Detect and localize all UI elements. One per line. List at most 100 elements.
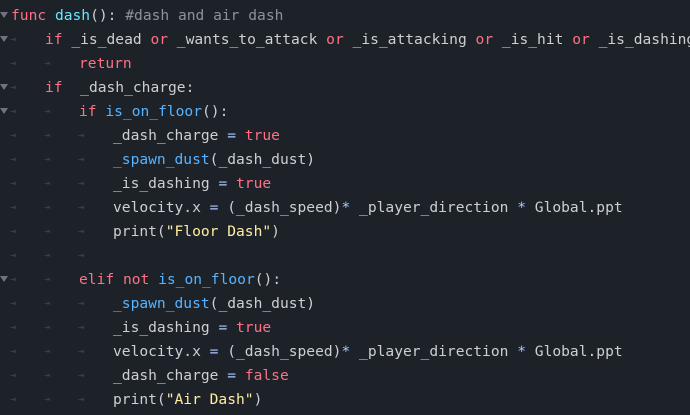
tab-indent-icon: ⇥: [10, 202, 17, 213]
code-text: velocity.x = (_dash_speed)* _player_dire…: [113, 340, 623, 364]
code-line[interactable]: ⇥ if _is_dead or _wants_to_attack or _is_…: [0, 28, 690, 52]
tab-indent-icon: ⇥: [44, 298, 51, 309]
tab-indent-icon: ⇥: [44, 154, 51, 165]
tab-indent-icon: ⇥: [10, 130, 17, 141]
code-token: true: [236, 175, 272, 192]
code-token: true: [244, 127, 280, 144]
fold-arrow-icon[interactable]: [0, 12, 8, 18]
code-token: (_dash_speed): [227, 199, 342, 216]
tab-indent-icon: ⇥: [44, 106, 51, 117]
code-token: not: [122, 271, 159, 288]
tab-indent-icon: ⇥: [78, 178, 85, 189]
code-line[interactable]: ⇥⇥⇥_is_dashing = true: [0, 172, 690, 196]
code-text: _is_dashing = true: [113, 172, 271, 196]
tab-indent-icon: ⇥: [44, 130, 51, 141]
code-token: ): [253, 391, 263, 408]
tab-indent-icon: ⇥: [10, 82, 17, 93]
tab-indent-icon: ⇥: [44, 178, 51, 189]
code-line[interactable]: ⇥⇥⇥print("Floor Dash"): [0, 220, 690, 244]
tab-indent-icon: ⇥: [44, 226, 51, 237]
code-token: if: [79, 103, 106, 120]
code-token: _is_dashing: [113, 175, 219, 192]
code-line[interactable]: ⇥⇥⇥_spawn_dust(_dash_dust): [0, 292, 690, 316]
code-token: (_dash_speed): [227, 343, 342, 360]
code-text: velocity.x = (_dash_speed)* _player_dire…: [113, 196, 623, 220]
code-token: _is_dashing: [113, 319, 219, 336]
code-text: if _is_dead or _wants_to_attack or _is_a…: [45, 28, 690, 52]
code-token: (_dash_dust): [209, 295, 316, 312]
tab-indent-icon: ⇥: [10, 346, 17, 357]
code-text: return: [79, 52, 132, 76]
code-line[interactable]: ⇥⇥⇥_dash_charge = true: [0, 124, 690, 148]
code-token: velocity.x: [113, 343, 210, 360]
code-token: Global.ppt: [534, 199, 623, 216]
code-text: _spawn_dust(_dash_dust): [113, 148, 315, 172]
tab-indent-icon: ⇥: [10, 58, 17, 69]
code-token: _is_dead: [71, 31, 151, 48]
code-token: *: [517, 343, 535, 360]
tab-indent-icon: ⇥: [10, 226, 17, 237]
fold-arrow-icon[interactable]: [0, 108, 8, 114]
code-token: "Floor Dash": [165, 223, 272, 240]
code-token: if: [45, 79, 81, 96]
code-line[interactable]: ⇥ ⇥ return: [0, 52, 690, 76]
code-text: print("Air Dash"): [113, 388, 262, 412]
tab-indent-icon: ⇥: [78, 346, 85, 357]
tab-indent-icon: ⇥: [10, 322, 17, 333]
tab-indent-icon: ⇥: [78, 394, 85, 405]
code-line[interactable]: ⇥⇥⇥velocity.x = (_dash_speed)* _player_d…: [0, 196, 690, 220]
fold-arrow-icon[interactable]: [0, 84, 8, 90]
tab-indent-icon: ⇥: [44, 58, 51, 69]
code-line[interactable]: ⇥⇥⇥_is_dashing = true: [0, 316, 690, 340]
tab-indent-icon: ⇥: [10, 274, 17, 285]
fold-arrow-icon[interactable]: [0, 36, 8, 42]
code-text: if _dash_charge:: [45, 76, 194, 100]
code-token: =: [227, 127, 245, 144]
tab-indent-icon: ⇥: [10, 298, 17, 309]
code-token: or: [326, 31, 353, 48]
code-token: true: [236, 319, 272, 336]
tab-indent-icon: ⇥: [78, 154, 85, 165]
code-token: *: [341, 199, 360, 216]
code-token: =: [209, 199, 228, 216]
code-token: if: [45, 31, 72, 48]
tab-indent-icon: ⇥: [44, 322, 51, 333]
tab-indent-icon: ⇥: [78, 202, 85, 213]
code-token: "Air Dash": [165, 391, 254, 408]
tab-indent-icon: ⇥: [44, 202, 51, 213]
code-text: _spawn_dust(_dash_dust): [113, 292, 315, 316]
code-token: _wants_to_attack: [176, 31, 327, 48]
tab-indent-icon: ⇥: [10, 394, 17, 405]
code-line[interactable]: ⇥⇥⇥_dash_charge = false: [0, 364, 690, 388]
code-token: *: [517, 199, 535, 216]
tab-indent-icon: ⇥: [10, 34, 17, 45]
tab-indent-icon: ⇥: [78, 370, 85, 381]
tab-indent-icon: ⇥: [44, 274, 51, 285]
code-token: #dash and air dash: [125, 7, 284, 24]
code-text: if is_on_floor():: [79, 100, 228, 124]
code-token: velocity.x: [113, 199, 210, 216]
code-text: _dash_charge = false: [113, 364, 289, 388]
code-line[interactable]: ⇥⇥⇥velocity.x = (_dash_speed)* _player_d…: [0, 340, 690, 364]
code-line[interactable]: ⇥ if _dash_charge:: [0, 76, 690, 100]
code-line[interactable]: func dash(): #dash and air dash: [0, 4, 690, 28]
code-text: print("Floor Dash"): [113, 220, 280, 244]
code-text: elif not is_on_floor():: [79, 268, 281, 292]
code-token: =: [218, 319, 237, 336]
code-line[interactable]: ⇥ ⇥ elif not is_on_floor():: [0, 268, 690, 292]
code-line[interactable]: ⇥⇥⇥_spawn_dust(_dash_dust): [0, 148, 690, 172]
code-line[interactable]: ⇥⇥⇥: [0, 244, 690, 268]
code-token: *: [341, 343, 360, 360]
tab-indent-icon: ⇥: [44, 370, 51, 381]
code-line[interactable]: ⇥ ⇥ ⇥ print("Air Dash"): [0, 388, 690, 412]
code-token: ():: [254, 271, 282, 288]
tab-indent-icon: ⇥: [44, 394, 51, 405]
code-line[interactable]: ⇥⇥if is_on_floor():: [0, 100, 690, 124]
code-token: =: [218, 175, 237, 192]
code-token: (_dash_dust): [209, 151, 316, 168]
code-token: _player_direction: [359, 199, 518, 216]
code-token: Global.ppt: [534, 343, 623, 360]
code-token: _spawn_dust: [113, 151, 210, 168]
fold-arrow-icon[interactable]: [0, 276, 8, 282]
